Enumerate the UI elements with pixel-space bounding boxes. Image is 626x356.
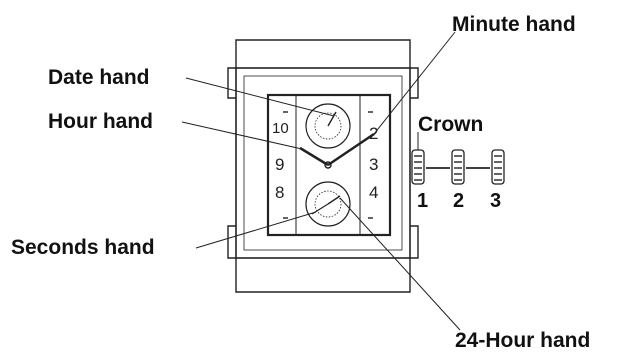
dial-numeral-4: 4	[369, 183, 378, 202]
lower-strap-lug-right	[410, 225, 419, 259]
crown-position-1: 1	[417, 190, 429, 212]
dial-numeral-3: 3	[369, 155, 378, 174]
24-hour-subdial-inner	[314, 190, 342, 218]
upper-strap-lug-left	[227, 67, 236, 99]
minute-hand-leader	[373, 31, 456, 135]
minute-hand-label: Minute hand	[452, 13, 576, 36]
crown-label: Crown	[418, 113, 484, 136]
crown-position-2: 2	[453, 190, 465, 212]
24-hour-hand	[327, 195, 341, 205]
seconds-hand-leader	[195, 211, 317, 249]
date-subdial-inner	[314, 112, 342, 140]
24-hour-hand-label: 24-Hour hand	[455, 329, 591, 352]
crown-position-2-icon	[451, 149, 465, 185]
center-pin	[324, 161, 332, 169]
lower-strap-lug-left	[227, 225, 236, 259]
upper-strap-lug-right	[410, 67, 419, 99]
dial-numeral-8: 8	[275, 183, 284, 202]
dial-numeral-2: 2	[369, 124, 378, 143]
date-hand-label: Date hand	[48, 66, 150, 89]
date-subdial	[305, 103, 351, 149]
case-inner-bezel	[243, 75, 403, 251]
dial-center-panel	[295, 94, 361, 236]
lower-strap	[235, 258, 411, 293]
upper-strap	[235, 39, 411, 68]
date-hand-leader	[185, 77, 335, 117]
hour-hand-leader	[181, 121, 303, 150]
crown-position-3-icon	[491, 149, 505, 185]
crown-position-3: 3	[490, 190, 502, 212]
crown-position-1-icon	[411, 149, 425, 185]
hour-hand-label: Hour hand	[48, 110, 153, 133]
dial-numeral-10: 10	[272, 120, 289, 137]
24-hour-subdial	[305, 181, 351, 227]
dial-numeral-9: 9	[275, 155, 284, 174]
minute-hand	[327, 132, 375, 167]
watch-case	[235, 67, 411, 259]
date-hand	[327, 111, 337, 127]
hour-hand	[299, 146, 329, 167]
24-hour-hand-leader	[339, 197, 461, 331]
seconds-hand-label: Seconds hand	[11, 236, 155, 259]
